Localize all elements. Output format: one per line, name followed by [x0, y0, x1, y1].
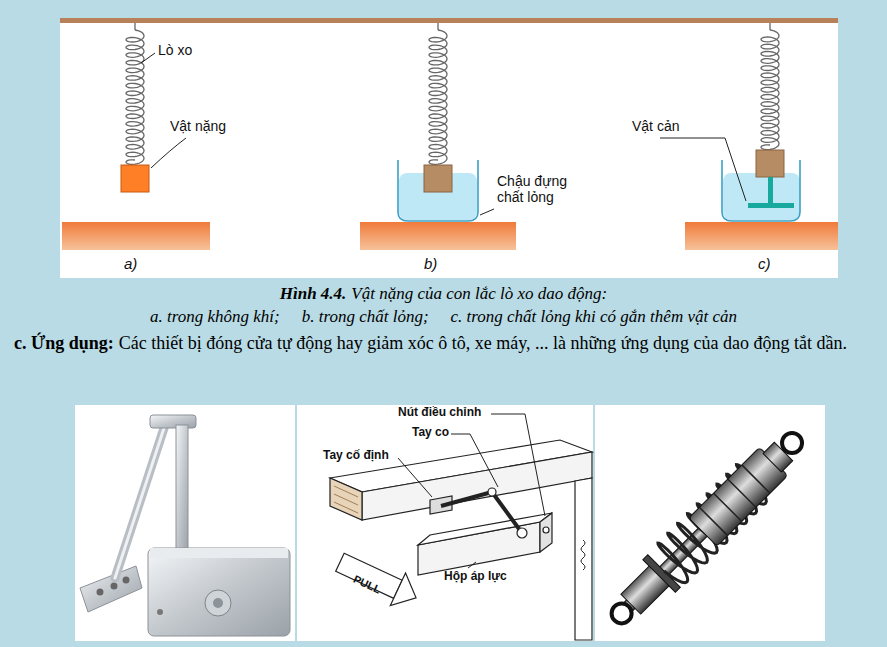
- part-label: Tay cố định: [323, 449, 389, 463]
- drawing-line: [769, 23, 770, 30]
- part-label: Lò xo: [158, 42, 192, 58]
- photo-panel: [75, 405, 825, 641]
- part-label: Vật nặng: [170, 118, 226, 134]
- divider: [295, 405, 297, 641]
- drawing-circle: [97, 589, 104, 596]
- caption-text: c. Ứng dụng:: [14, 333, 114, 353]
- shock-absorber: [598, 419, 816, 637]
- drawing-polygon: [390, 573, 423, 614]
- drawing-circle: [123, 577, 130, 584]
- drawing-polygon: [362, 452, 592, 520]
- drawing-path: [761, 30, 779, 150]
- leader-line: [141, 53, 155, 63]
- spring: [761, 23, 779, 150]
- leader-line: [398, 458, 432, 497]
- caption-line: Hình 4.4.Vật nặng của con lắc lò xo dao …: [0, 284, 887, 304]
- drawing-rect: [150, 415, 196, 428]
- spring: [429, 23, 447, 164]
- part-label: Tay co: [412, 426, 449, 440]
- drawing-rect: [150, 548, 288, 558]
- divider: [593, 405, 595, 641]
- part-label: b): [424, 255, 437, 272]
- caption-text: b. trong chất lỏng;: [302, 307, 429, 327]
- drawing-polygon: [330, 478, 362, 520]
- caption-text: Các thiết bị đóng cửa tự động hay giảm x…: [119, 333, 847, 353]
- floor: [360, 222, 516, 250]
- drawing-line: [492, 492, 522, 533]
- drawing-circle: [607, 599, 635, 627]
- paragraph: c. Ứng dụng:Các thiết bị đóng cửa tự độn…: [14, 332, 886, 355]
- ceiling: [60, 18, 838, 23]
- caption-text: Vật nặng của con lắc lò xo dao động:: [351, 284, 607, 304]
- drawing-circle: [213, 598, 223, 608]
- leader-line: [480, 209, 494, 215]
- leader-line: [451, 434, 498, 487]
- floor: [62, 222, 210, 250]
- leader-line: [151, 138, 186, 168]
- drawing-rect: [176, 425, 188, 555]
- part-label: c): [758, 255, 771, 272]
- drawing-path: [699, 465, 770, 536]
- part-label: Vật cản: [632, 118, 679, 134]
- leader-line: [491, 414, 545, 516]
- drawing-circle: [778, 429, 806, 457]
- caption-text: a. trong không khí;: [150, 307, 280, 327]
- caption-line: a. trong không khí; b. trong chất lỏng; c.…: [0, 307, 887, 327]
- drawing-path: [334, 486, 358, 513]
- floor: [685, 222, 838, 250]
- part-label: Chậu đựng chất lỏng: [497, 173, 589, 205]
- drawing-path: [429, 30, 447, 164]
- beaker: [722, 160, 800, 221]
- spring: [126, 23, 144, 164]
- leader-line: [468, 562, 476, 568]
- leader-line: [660, 138, 746, 201]
- mass-block: [424, 165, 452, 192]
- liquid: [723, 173, 800, 220]
- drawing-line: [134, 23, 135, 30]
- drawing-rect: [148, 548, 290, 636]
- drawing-polygon: [80, 566, 142, 612]
- drawing-circle: [488, 488, 496, 496]
- drawing-polygon: [418, 513, 552, 545]
- drawing-circle: [111, 583, 118, 590]
- mass-block: [756, 150, 784, 177]
- drawing-line: [437, 23, 438, 30]
- caption-text: Hình 4.4.: [280, 284, 347, 304]
- mass-block: [121, 165, 149, 192]
- obstacle: [768, 177, 773, 205]
- drawing-polygon: [540, 513, 552, 552]
- drawing-polygon: [575, 478, 592, 640]
- door-closer-schematic: [330, 440, 592, 640]
- beaker: [398, 160, 478, 221]
- drawing-path: [126, 30, 144, 164]
- part-label: Hộp áp lực: [444, 570, 507, 584]
- drawing-line: [441, 492, 492, 506]
- drawing-path: [581, 540, 585, 570]
- door-closer-photo: [80, 415, 290, 636]
- pull-arrow: [332, 546, 423, 614]
- drawing-circle: [517, 528, 527, 538]
- part-label: Nút điều chỉnh: [398, 406, 481, 420]
- caption-text: c. trong chất lỏng khi có gắn thêm vật c…: [451, 307, 737, 327]
- drawing-circle: [157, 609, 163, 615]
- drawing-rect: [336, 553, 402, 598]
- part-label: a): [124, 255, 137, 272]
- drawing-circle: [205, 590, 231, 616]
- figure-panel: [60, 18, 838, 278]
- obstacle: [748, 203, 794, 208]
- drawing-circle: [543, 527, 549, 533]
